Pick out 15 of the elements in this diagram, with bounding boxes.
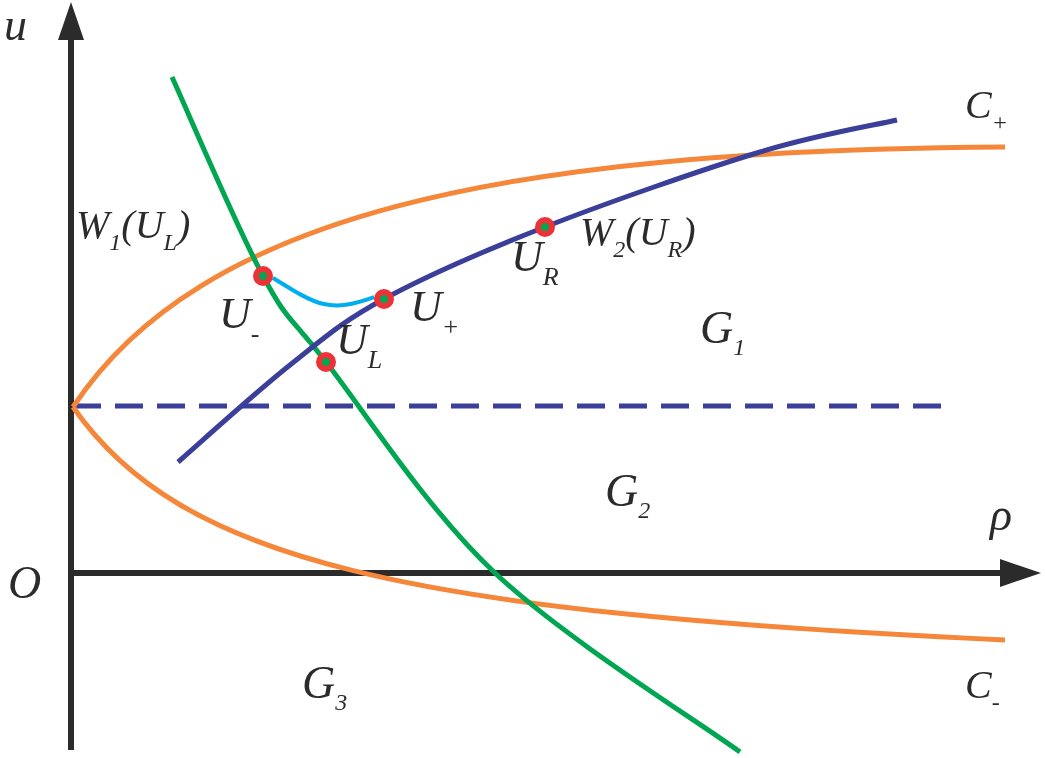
math-label: O [8, 560, 42, 606]
math-label: G$_{2}$ [605, 468, 651, 522]
math-label: u [4, 2, 27, 48]
math-label: C$_{+}$ [965, 85, 1008, 134]
point-label: U$_{+}$ [410, 285, 460, 340]
math-label: W$_{1}$(U$_{L}$) [76, 205, 191, 254]
point-label: U$_{L}$ [336, 318, 383, 373]
connecting-curve [271, 276, 375, 308]
math-label: ρ [990, 492, 1013, 538]
math-label: G$_{1}$ [700, 305, 746, 359]
math-label: G$_{3}$ [302, 660, 348, 714]
math-label: W$_{2}$(U$_{R}$) [580, 212, 696, 261]
math-label: C$_{-}$ [965, 665, 1000, 714]
point-label: U$_{R}$ [511, 235, 559, 290]
point-label: U$_{-}$ [219, 292, 260, 347]
